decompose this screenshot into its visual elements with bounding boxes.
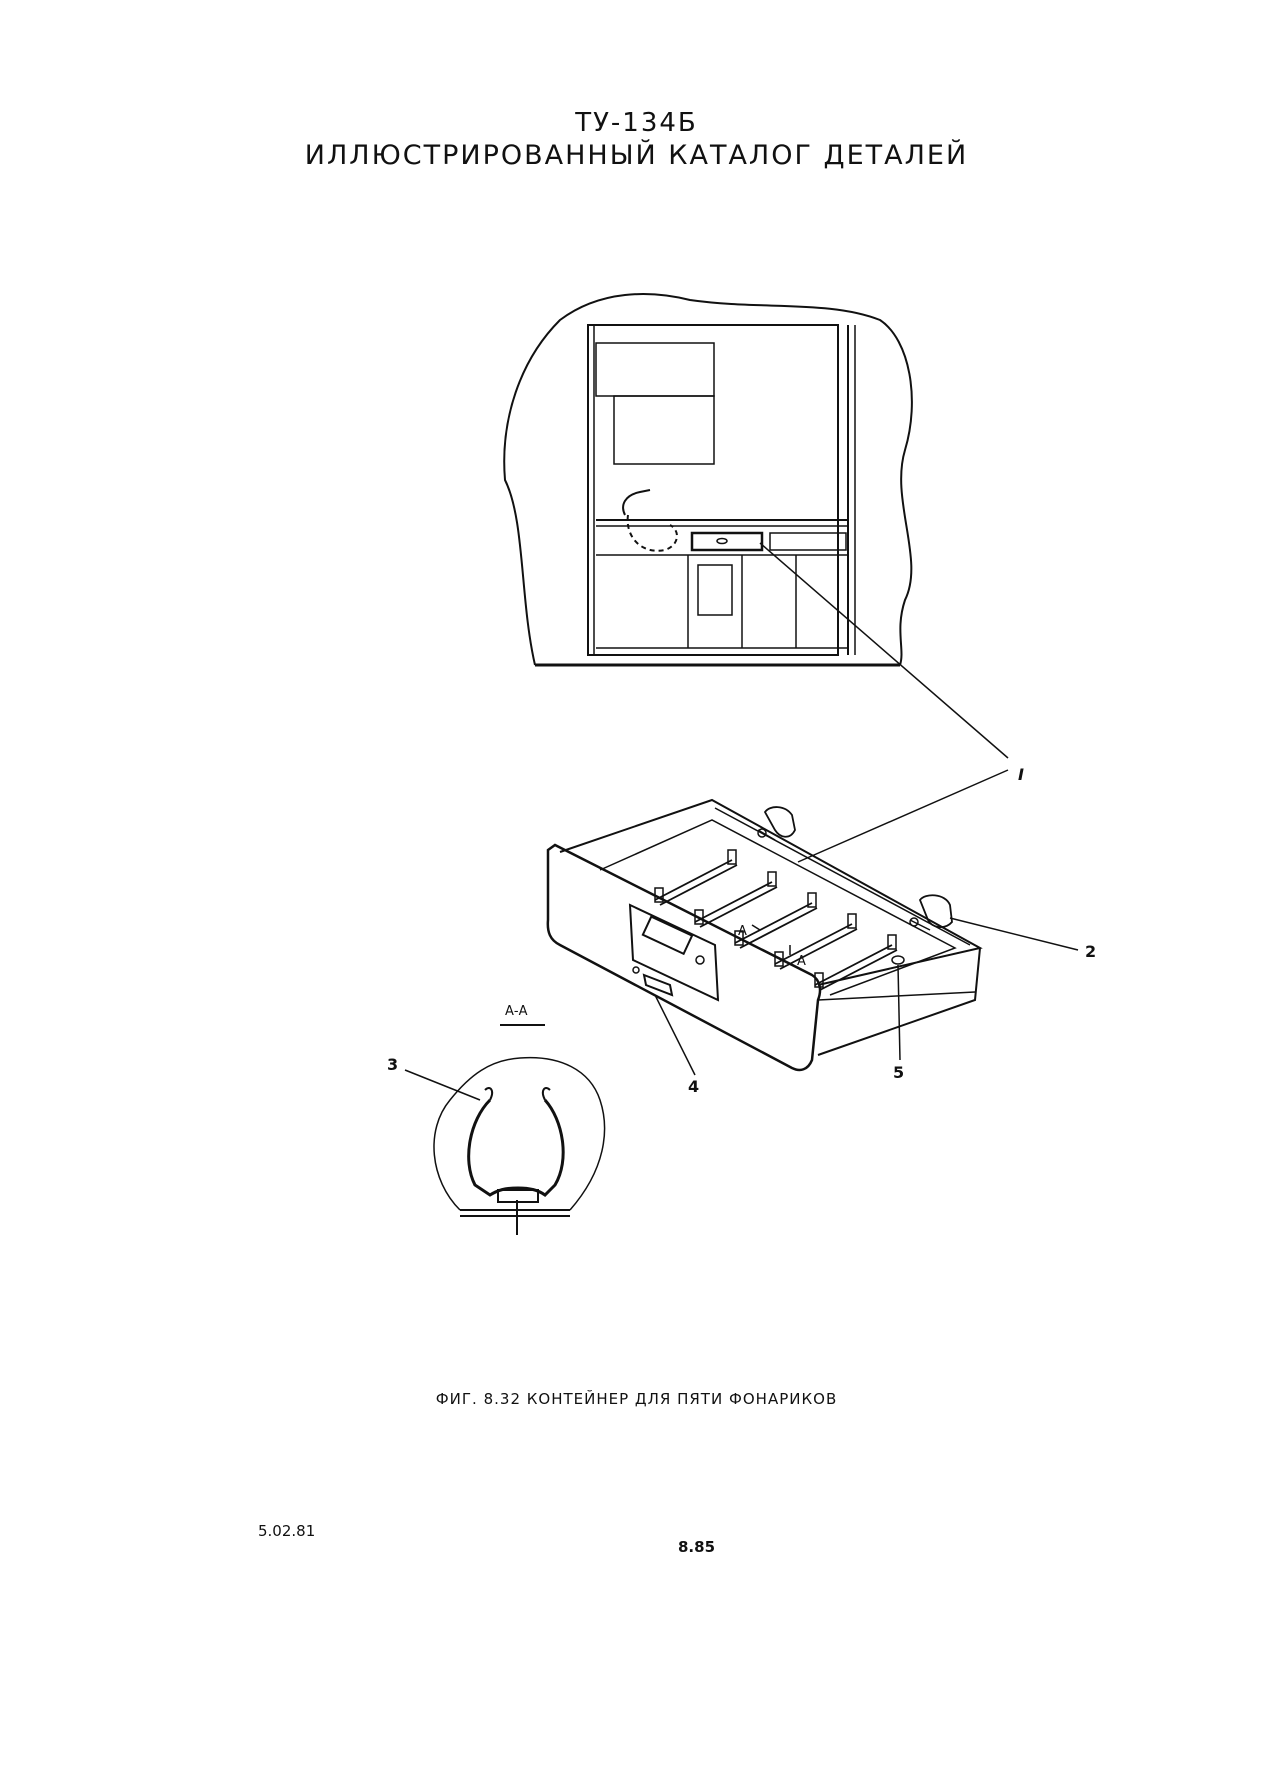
flashlight-clip-section (467, 1098, 565, 1197)
catalog-title: ИЛЛЮСТРИРОВАННЫЙ КАТАЛОГ ДЕТАЛЕЙ (304, 140, 969, 171)
container-front-panel (546, 843, 822, 1072)
callout-1: I (1018, 765, 1024, 784)
container-handle (642, 973, 674, 997)
cabinet-breakout-outline (503, 293, 913, 666)
callout-4: 4 (688, 1077, 699, 1096)
section-breakout-outline (433, 1056, 606, 1211)
revision-date: 5.02.81 (258, 1522, 316, 1540)
mounting-bracket-2 (918, 894, 953, 928)
callout-3: 3 (387, 1055, 398, 1074)
cabinet-frame (587, 324, 839, 656)
aircraft-model-title: ТУ-134Б (575, 108, 698, 138)
callout-2: 2 (1085, 942, 1096, 961)
section-mark-2: А (797, 954, 806, 969)
section-mark-1: А (738, 924, 747, 939)
section-label: А-А (505, 1004, 528, 1019)
page-number: 8.85 (678, 1538, 716, 1556)
callout-5: 5 (893, 1063, 904, 1082)
lock-plate (628, 903, 720, 1002)
container-location (690, 531, 764, 552)
mounting-bracket-1 (763, 806, 796, 838)
flashlight-container (546, 798, 983, 1072)
figure-caption: ФИГ. 8.32 КОНТЕЙНЕР ДЛЯ ПЯТИ ФОНАРИКОВ (435, 1390, 838, 1408)
